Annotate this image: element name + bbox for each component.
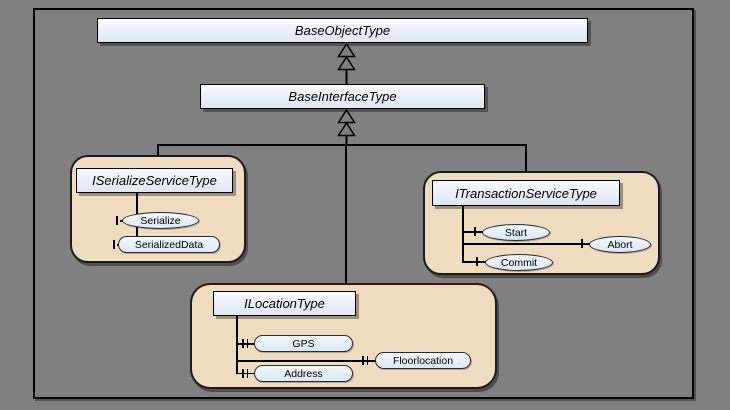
connector-line [463, 261, 487, 263]
connector-line [345, 144, 347, 284]
member-label: Start [504, 226, 528, 239]
member-label: Commit [500, 256, 538, 269]
member-label: Floorlocation [392, 354, 454, 367]
node-label: ISerializeServiceType [92, 173, 217, 188]
connector-line [237, 360, 376, 362]
node-label: BaseObjectType [294, 23, 391, 38]
connector-line [463, 243, 591, 245]
member-gps[interactable]: GPS [254, 335, 353, 352]
node-baseinterfacetype[interactable]: BaseInterfaceType [200, 84, 485, 109]
reference-tick [242, 339, 244, 348]
member-abort[interactable]: Abort [589, 236, 651, 253]
member-address[interactable]: Address [254, 365, 353, 382]
node-label: BaseInterfaceType [288, 89, 397, 104]
reference-tick [246, 368, 248, 378]
member-label: Serialize [140, 214, 181, 227]
connector-line [237, 343, 255, 345]
member-start[interactable]: Start [482, 224, 550, 241]
connector-line [157, 144, 159, 156]
reference-tick [113, 240, 115, 249]
member-floorlocation[interactable]: Floorlocation [375, 352, 471, 369]
member-label: SerializedData [134, 238, 204, 251]
node-itransactionservicetype[interactable]: ITransactionServiceType [432, 180, 620, 206]
reference-tick [246, 339, 248, 348]
node-label: ILocationType [244, 296, 325, 311]
connector-line [237, 372, 255, 374]
connector-line [463, 231, 484, 233]
reference-tick [116, 216, 118, 225]
member-label: GPS [292, 337, 315, 350]
node-iserializeservicetype[interactable]: ISerializeServiceType [76, 168, 233, 193]
member-label: Abort [607, 238, 633, 251]
member-commit[interactable]: Commit [485, 254, 553, 271]
connector-line [236, 315, 238, 374]
connector-line [525, 144, 527, 172]
reference-tick [366, 356, 368, 365]
reference-tick [581, 239, 583, 248]
member-label: Address [284, 367, 323, 380]
member-serialize[interactable]: Serialize [122, 212, 199, 229]
generalization-arrow-icon [337, 109, 356, 146]
reference-tick [476, 257, 478, 266]
connector-line [158, 144, 527, 146]
diagram-frame [33, 8, 694, 399]
node-baseobjecttype[interactable]: BaseObjectType [97, 18, 588, 43]
connector-line [462, 205, 464, 263]
generalization-arrow-icon [337, 43, 356, 85]
node-label: ITransactionServiceType [455, 185, 597, 201]
reference-tick [474, 227, 476, 236]
reference-tick [242, 368, 244, 378]
node-ilocationtype[interactable]: ILocationType [213, 291, 356, 316]
reference-tick [362, 356, 364, 365]
member-serializeddata[interactable]: SerializedData [118, 236, 220, 253]
